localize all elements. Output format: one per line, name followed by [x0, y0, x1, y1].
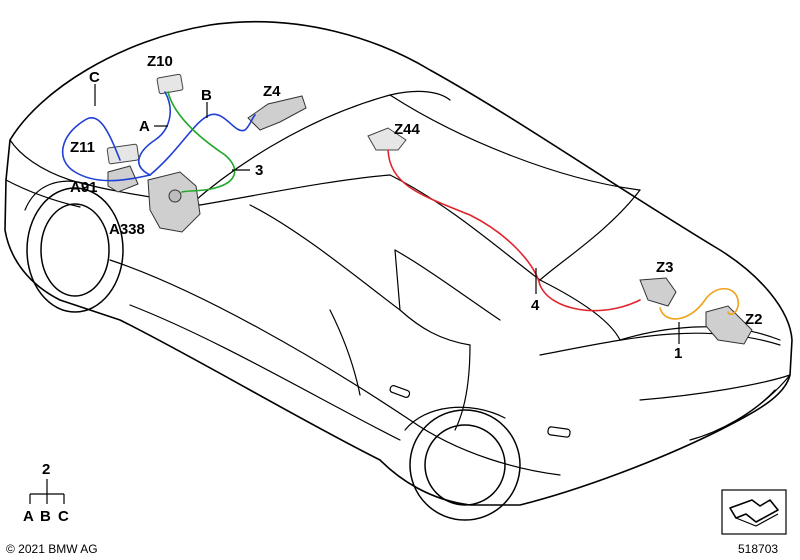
label-z10: Z10 — [147, 53, 173, 70]
component-a91 — [107, 165, 139, 193]
labels: Z10 C B Z4 A Z11 3 A91 A338 Z44 Z3 4 Z2 … — [70, 53, 763, 362]
label-b: B — [201, 87, 212, 104]
component-z10 — [156, 73, 184, 95]
label-a91: A91 — [70, 179, 98, 196]
wire-blue-a — [138, 91, 171, 176]
label-z4: Z4 — [263, 83, 281, 100]
legend-parent: 2 — [42, 461, 50, 478]
wire-orange-1 — [659, 287, 740, 320]
component-z44 — [367, 127, 407, 151]
component-z2 — [705, 305, 753, 345]
wire-blue-b — [149, 113, 256, 176]
wire-red-4 — [387, 149, 641, 312]
label-a: A — [139, 118, 150, 135]
label-c: C — [89, 69, 100, 86]
legend-child-b: B — [40, 508, 51, 525]
leader-lines — [94, 84, 680, 344]
front-wheel — [24, 180, 124, 313]
direction-arrow-icon — [721, 489, 787, 535]
label-1: 1 — [674, 345, 682, 362]
legend-child-c: C — [58, 508, 69, 525]
component-a338 — [147, 171, 201, 233]
label-z11: Z11 — [70, 139, 95, 156]
legend-child-a: A — [23, 508, 34, 525]
car-body-outline — [4, 20, 793, 506]
label-3: 3 — [255, 162, 263, 179]
component-z11 — [106, 143, 140, 165]
rear-wheel — [404, 406, 521, 521]
label-4: 4 — [531, 297, 540, 314]
component-z4 — [247, 95, 307, 131]
legend-tree: 2 A B C — [23, 461, 69, 525]
wire-blue-c — [61, 117, 151, 182]
label-a338: A338 — [109, 221, 145, 238]
label-z2: Z2 — [745, 311, 763, 328]
copyright-text: © 2021 BMW AG — [6, 542, 98, 556]
label-z44: Z44 — [394, 121, 421, 138]
label-z3: Z3 — [656, 259, 674, 276]
diagram-number: 518703 — [738, 542, 778, 556]
component-z3 — [639, 277, 677, 307]
